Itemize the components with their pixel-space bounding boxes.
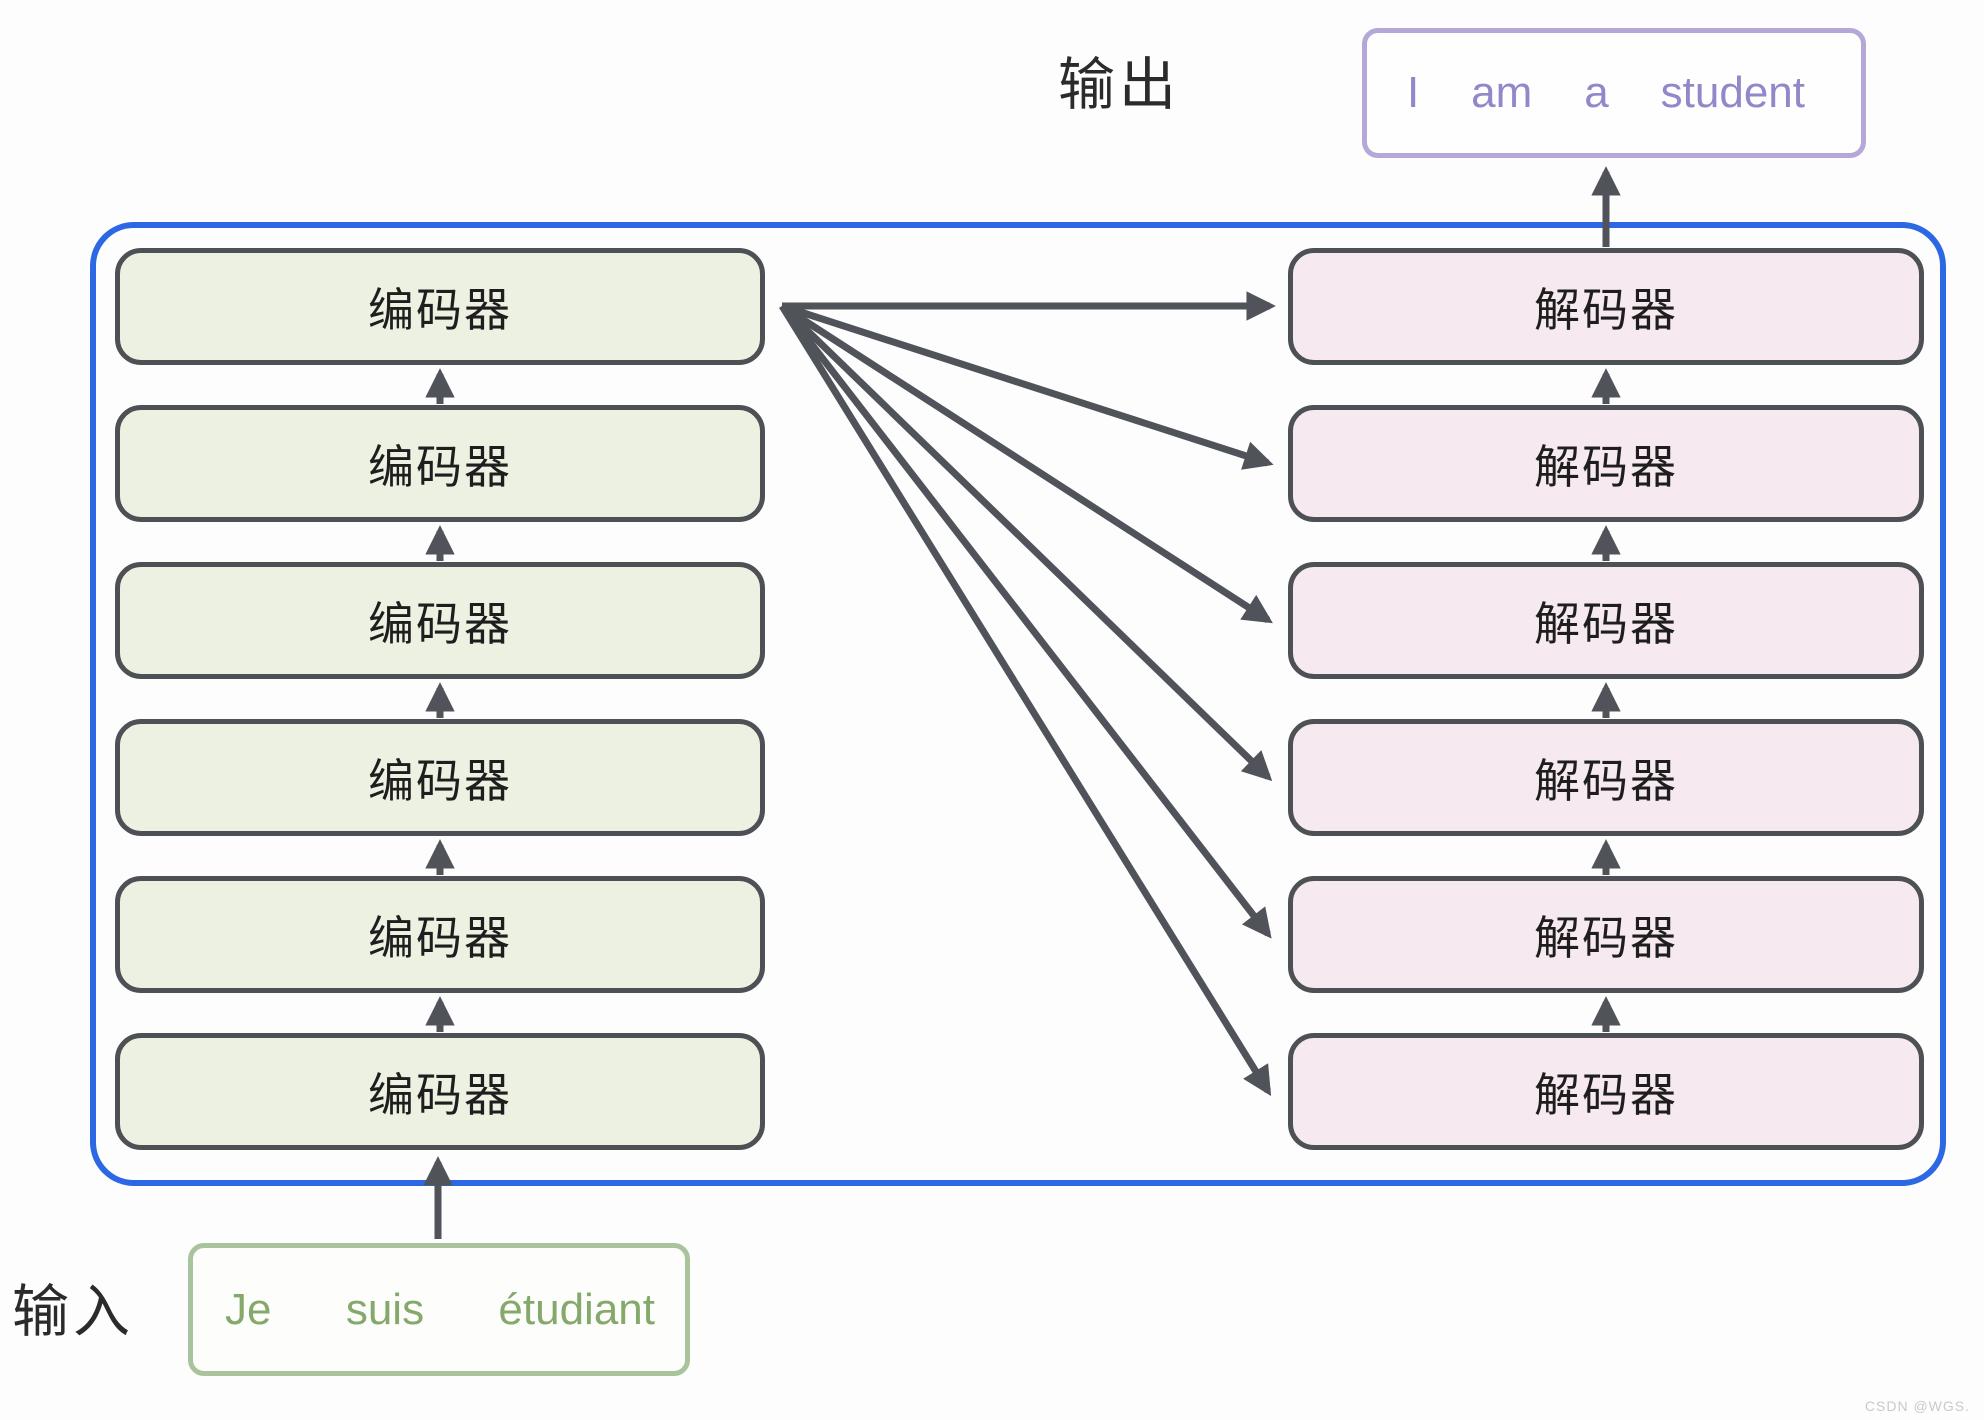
encoder-block-label: 编码器: [368, 754, 512, 807]
decoder-block-label: 解码器: [1534, 283, 1678, 336]
output-sentence-box: I am a student: [1362, 28, 1866, 158]
input-sentence-box: Je suis étudiant: [188, 1243, 690, 1376]
watermark: CSDN @WGS.: [1864, 1398, 1970, 1414]
encoder-block-3: 编码器: [115, 562, 765, 679]
output-word: student: [1660, 68, 1805, 117]
encoder-block-5: 编码器: [115, 876, 765, 993]
encoder-block-label: 编码器: [368, 283, 512, 336]
encoder-block-label: 编码器: [368, 440, 512, 493]
input-label: 输入: [12, 1280, 134, 1344]
output-word: a: [1584, 68, 1609, 117]
decoder-block-6: 解码器: [1288, 1033, 1924, 1150]
decoder-block-label: 解码器: [1534, 440, 1678, 493]
output-word: I: [1407, 68, 1420, 117]
encoder-block-1: 编码器: [115, 248, 765, 365]
output-word: am: [1471, 68, 1533, 117]
encoder-block-6: 编码器: [115, 1033, 765, 1150]
encoder-block-label: 编码器: [368, 911, 512, 964]
input-word: Je: [225, 1284, 272, 1334]
decoder-block-1: 解码器: [1288, 248, 1924, 365]
encoder-block-label: 编码器: [368, 597, 512, 650]
encoder-block-2: 编码器: [115, 405, 765, 522]
output-label: 输出: [1058, 53, 1180, 117]
input-word: étudiant: [498, 1284, 655, 1334]
decoder-block-label: 解码器: [1534, 597, 1678, 650]
decoder-block-4: 解码器: [1288, 719, 1924, 836]
decoder-block-3: 解码器: [1288, 562, 1924, 679]
decoder-block-label: 解码器: [1534, 754, 1678, 807]
decoder-block-label: 解码器: [1534, 911, 1678, 964]
decoder-block-2: 解码器: [1288, 405, 1924, 522]
encoder-block-label: 编码器: [368, 1068, 512, 1121]
input-word: suis: [345, 1284, 425, 1334]
encoder-decoder-container: [90, 222, 1946, 1186]
decoder-block-5: 解码器: [1288, 876, 1924, 993]
decoder-block-label: 解码器: [1534, 1068, 1678, 1121]
encoder-block-4: 编码器: [115, 719, 765, 836]
